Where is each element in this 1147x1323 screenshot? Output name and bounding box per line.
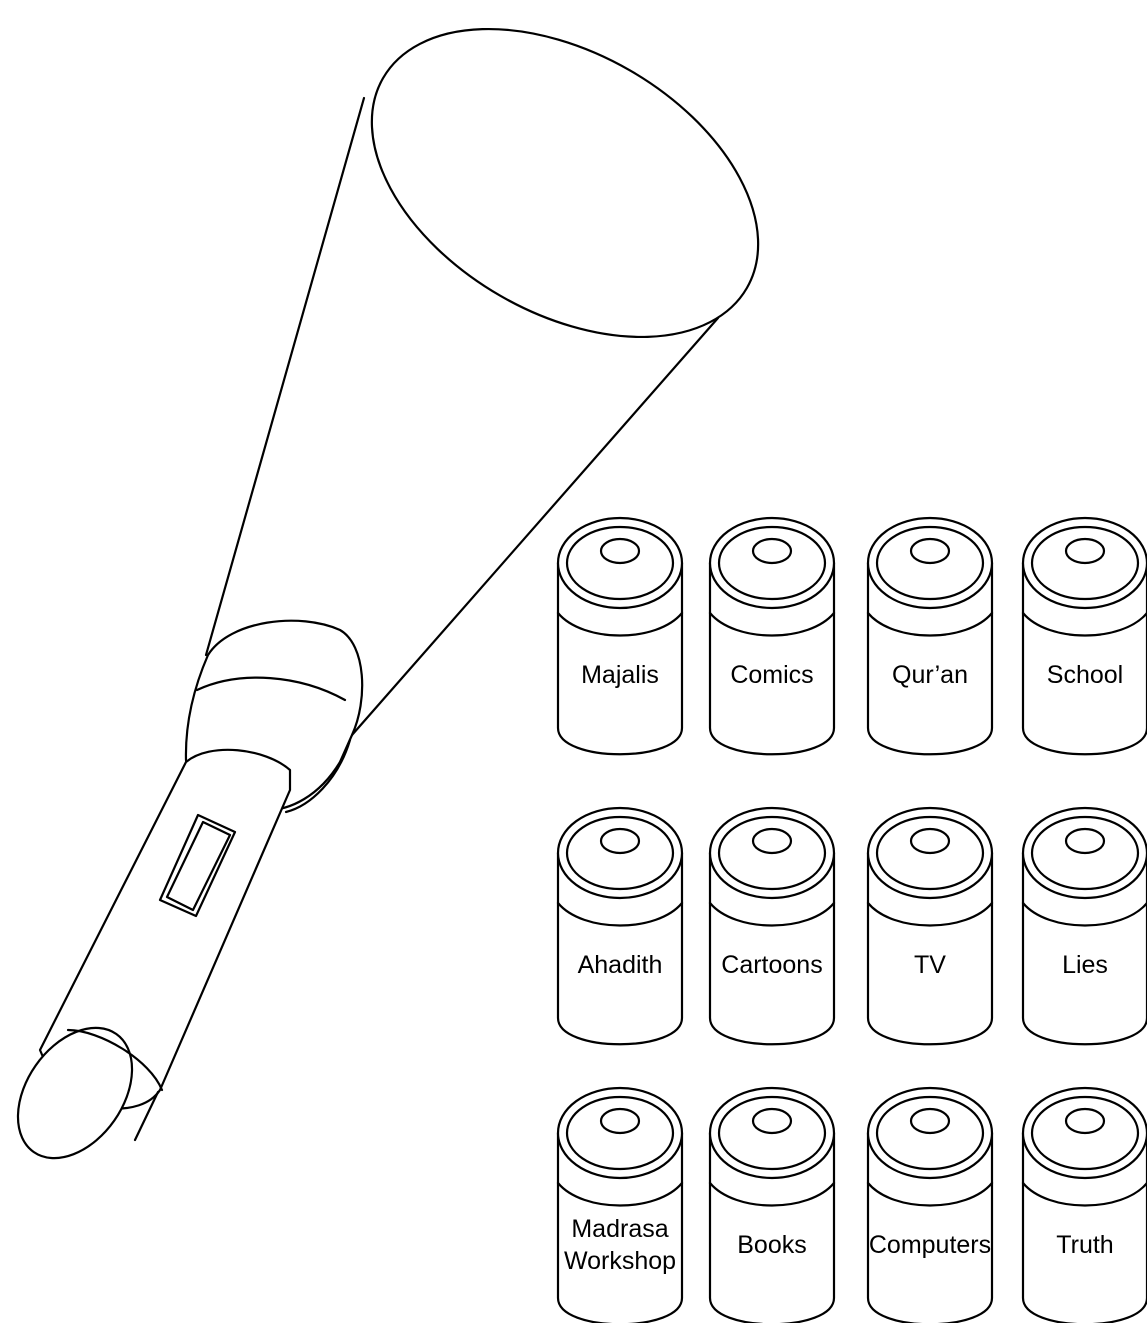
- battery-label: Qur’an: [892, 661, 968, 689]
- battery-label: School: [1047, 661, 1123, 689]
- battery-terminal: [1066, 829, 1104, 853]
- battery-terminal: [1066, 1109, 1104, 1133]
- battery-label: Comics: [730, 661, 813, 689]
- battery-terminal: [1066, 539, 1104, 563]
- battery-terminal: [601, 829, 639, 853]
- battery-icon: Lies: [1023, 808, 1147, 1044]
- battery-label: Cartoons: [721, 951, 822, 979]
- battery-icon: Cartoons: [710, 808, 834, 1044]
- battery-icon: Qur’an: [868, 518, 992, 754]
- battery-icon: Computers: [868, 1088, 992, 1323]
- battery-terminal: [753, 1109, 791, 1133]
- battery-label: Books: [737, 1231, 806, 1259]
- flashlight-icon: [0, 0, 812, 1180]
- battery-label: Computers: [869, 1231, 991, 1259]
- battery-icon: TV: [868, 808, 992, 1044]
- battery-terminal: [601, 539, 639, 563]
- battery-terminal: [753, 539, 791, 563]
- battery-label: Lies: [1062, 951, 1108, 979]
- battery-label: Majalis: [581, 661, 659, 689]
- battery-label: Ahadith: [578, 951, 663, 979]
- battery-terminal: [601, 1109, 639, 1133]
- battery-terminal: [911, 539, 949, 563]
- battery-terminal: [911, 1109, 949, 1133]
- battery-icon: School: [1023, 518, 1147, 754]
- battery-terminal: [911, 829, 949, 853]
- battery-label: Truth: [1056, 1231, 1113, 1259]
- battery-icon: Ahadith: [558, 808, 682, 1044]
- battery-icon: Truth: [1023, 1088, 1147, 1323]
- battery-terminal: [753, 829, 791, 853]
- battery-icon: Books: [710, 1088, 834, 1323]
- battery-icon: Comics: [710, 518, 834, 754]
- battery-label: TV: [914, 951, 946, 979]
- battery-icon: Majalis: [558, 518, 682, 754]
- flashlight-lens: [318, 0, 812, 401]
